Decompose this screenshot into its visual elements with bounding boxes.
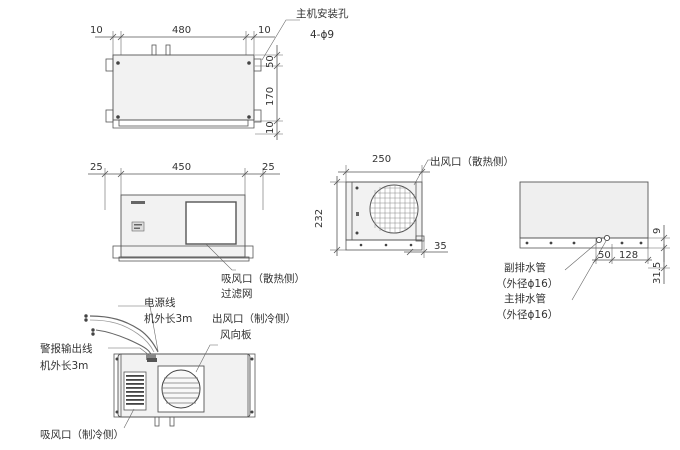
power-cable (89, 315, 159, 353)
side-view: 250 232 (314, 154, 514, 258)
right-dim-128: 128 (619, 250, 638, 261)
top-dim-width: 480 (172, 25, 191, 36)
sub-drain-pipe (595, 236, 603, 244)
main-drain-pipe (603, 234, 611, 242)
right-dim-50: 50 (598, 250, 611, 261)
filter-label-2: 过滤网 (221, 287, 253, 300)
main-drain-label-1: 主排水管 (504, 292, 546, 305)
outlet-fan (161, 369, 201, 409)
side-dim-width: 250 (372, 154, 391, 165)
side-fan-grille (369, 184, 419, 234)
top-dim-50: 50 (265, 55, 276, 68)
cold-outlet-label-1: 出风口（制冷侧） (212, 312, 296, 325)
top-dim-10: 10 (265, 121, 276, 134)
right-dim-31-5: 31.5 (652, 262, 663, 284)
hole-spec: 4-ϕ9 (310, 29, 334, 41)
side-outlet-label: 出风口（散热侧） (430, 155, 514, 168)
filter-panel (185, 201, 237, 245)
alarm-cable-label-2: 机外长3m (40, 359, 88, 372)
mounting-hole (247, 61, 251, 65)
top-dim-right: 10 (258, 25, 271, 36)
mounting-hole (116, 61, 120, 65)
mounting-hole (116, 115, 120, 119)
bottom-view: 电源线 机外长3m 警报输出线 机外长3m 出风口（制冷侧） 风向板 吸风口（制… (40, 296, 296, 441)
top-view: 10 480 10 50 170 10 主机安 (90, 7, 349, 140)
alarm-cable-label-1: 警报输出线 (40, 342, 93, 355)
main-drain-label-2: （外径ϕ16） (496, 308, 558, 321)
alarm-cable (95, 329, 152, 356)
top-unit-body (112, 54, 255, 121)
front-view: 25 450 25 吸风口（散热侧） 过滤网 (88, 162, 305, 300)
side-dim-offset: 35 (434, 241, 447, 252)
top-dim-left: 10 (90, 25, 103, 36)
filter-label-1: 吸风口（散热侧） (221, 272, 305, 285)
top-dim-170: 170 (265, 87, 276, 106)
right-unit-body (519, 181, 649, 239)
right-dim-9: 9 (652, 228, 663, 234)
right-view: 9 50 128 31.5 副排水管 （外径ϕ16） 主排水管 （外径ϕ16） (496, 181, 670, 321)
cold-outlet-label-2: 风向板 (220, 328, 252, 341)
sub-drain-label-1: 副排水管 (504, 261, 546, 274)
power-cable-label-1: 电源线 (144, 296, 176, 309)
hole-label: 主机安装孔 (296, 7, 349, 20)
sub-drain-label-2: （外径ϕ16） (496, 277, 558, 290)
cold-inlet-label: 吸风口（制冷侧） (40, 428, 124, 441)
power-cable-label-2: 机外长3m (144, 312, 192, 325)
front-dim-left: 25 (90, 162, 103, 173)
front-dim-right: 25 (262, 162, 275, 173)
nameplate (131, 221, 145, 232)
side-dim-height: 232 (314, 209, 325, 228)
front-dim-width: 450 (172, 162, 191, 173)
mounting-hole (247, 115, 251, 119)
